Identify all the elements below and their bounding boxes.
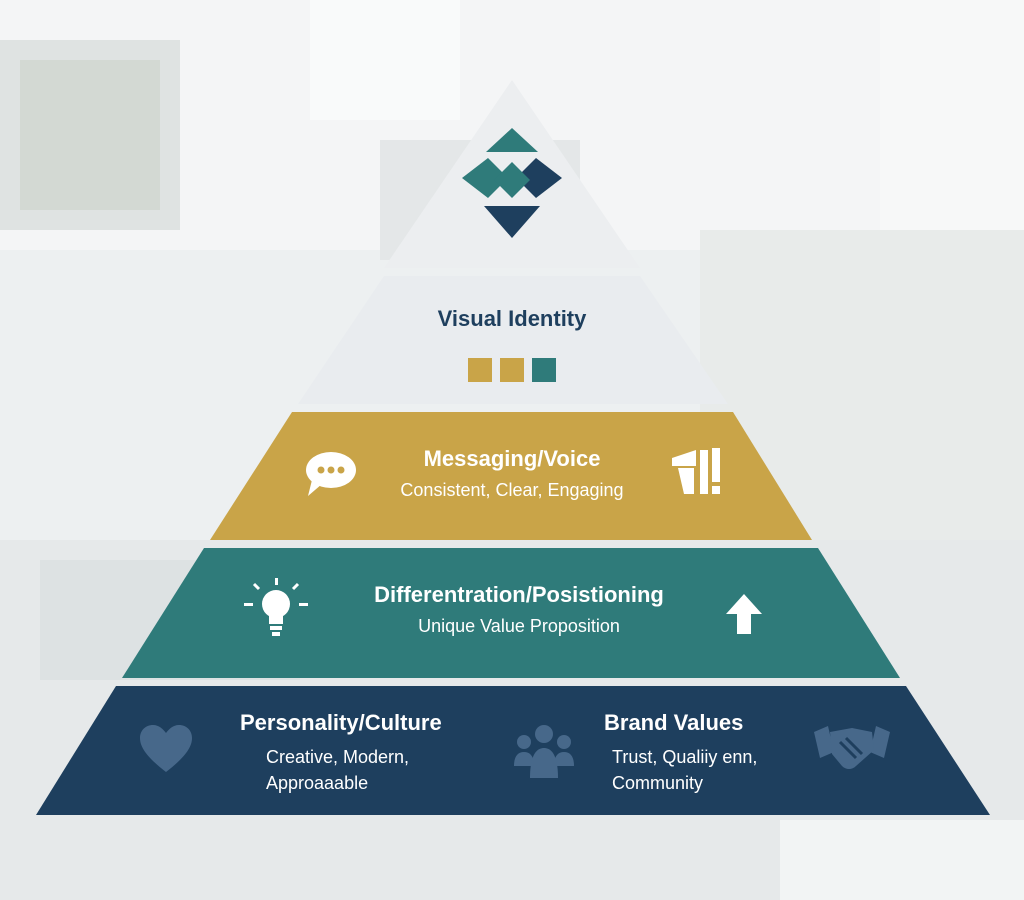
differentiation-title: Differentration/Posistioning	[374, 582, 664, 607]
brand-logo-icon	[462, 128, 562, 238]
lightbulb-icon	[244, 578, 308, 636]
tier-foundation	[36, 686, 990, 815]
differentiation-subtitle: Unique Value Proposition	[418, 616, 620, 636]
tier-messaging	[210, 412, 812, 540]
swatch-teal	[532, 358, 556, 382]
handshake-icon	[814, 726, 890, 769]
personality-line2: Approaaable	[266, 773, 369, 793]
swatch-gold-1	[468, 358, 492, 382]
color-swatches	[412, 358, 612, 387]
people-group-icon	[514, 725, 574, 778]
swatch-gold-2	[500, 358, 524, 382]
arrow-up-icon	[726, 594, 762, 634]
personality-title: Personality/Culture	[240, 710, 442, 735]
megaphone-icon	[672, 448, 720, 494]
tier-differentiation	[122, 548, 900, 678]
brand-values-line2: Community	[612, 773, 704, 793]
personality-line1: Creative, Modern,	[266, 747, 410, 767]
brand-values-title: Brand Values	[604, 710, 744, 735]
speech-bubble-icon	[306, 452, 356, 496]
messaging-subtitle: Consistent, Clear, Engaging	[400, 480, 624, 500]
visual-identity-title: Visual Identity	[437, 306, 587, 331]
heart-icon	[140, 725, 192, 772]
brand-values-line1: Trust, Qualiiy enn,	[612, 747, 758, 767]
tier-visual-identity	[298, 276, 728, 404]
messaging-title: Messaging/Voice	[423, 446, 601, 471]
